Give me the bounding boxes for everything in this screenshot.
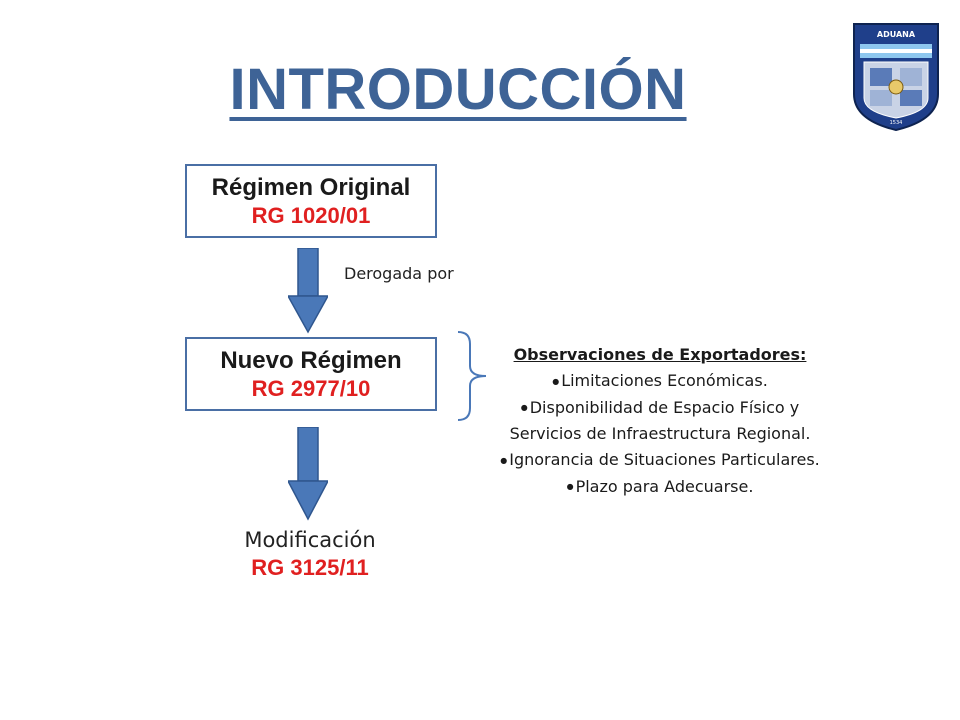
down-arrow-icon <box>288 248 328 334</box>
bullet-icon: ● <box>552 376 560 386</box>
observation-item: ●Disponibilidad de Espacio Físico y Serv… <box>509 397 811 444</box>
edge-label: Derogada por <box>344 264 454 283</box>
observation-item: ●Plazo para Adecuarse. <box>566 476 754 496</box>
regimen-original-code: RG 1020/01 <box>251 203 371 228</box>
modificacion-heading: Modificación <box>244 528 376 552</box>
svg-text:ADUANA: ADUANA <box>877 30 916 39</box>
page-title: INTRODUCCIÓN <box>229 57 687 122</box>
right-brace-icon <box>457 331 487 421</box>
regimen-original-box: Régimen Original RG 1020/01 <box>185 164 437 238</box>
observations-panel: Observaciones de Exportadores: ●Limitaci… <box>490 342 830 500</box>
nuevo-regimen-box: Nuevo Régimen RG 2977/10 <box>185 337 437 411</box>
nuevo-regimen-code: RG 2977/10 <box>251 376 371 401</box>
down-arrow-icon <box>288 427 328 521</box>
modificacion-node: Modificación RG 3125/11 <box>180 526 440 582</box>
modificacion-code: RG 3125/11 <box>251 555 369 580</box>
observations-title: Observaciones de Exportadores: <box>513 345 807 364</box>
bullet-icon: ● <box>500 455 508 465</box>
aduana-logo: ADUANA 1534 <box>853 23 939 132</box>
bullet-icon: ● <box>566 482 574 491</box>
regimen-original-heading: Régimen Original <box>211 174 411 201</box>
nuevo-regimen-heading: Nuevo Régimen <box>220 347 402 374</box>
bullet-icon: ● <box>520 403 528 412</box>
observation-item: ●Ignorancia de Situaciones Particulares. <box>500 450 820 469</box>
observation-item: ●Limitaciones Económicas. <box>552 371 768 390</box>
svg-text:1534: 1534 <box>890 120 903 126</box>
